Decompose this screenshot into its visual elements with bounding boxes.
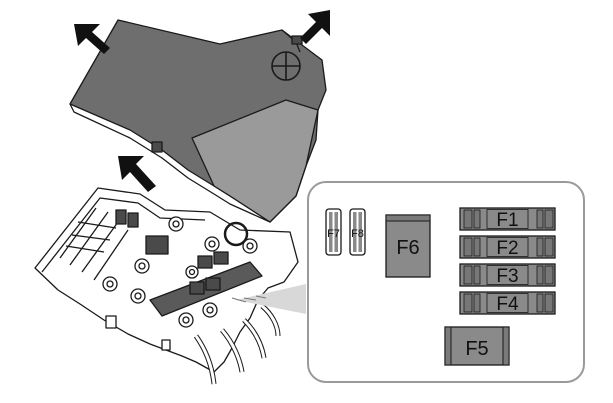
- fuse-box-cover: [69, 19, 327, 223]
- fuse-f5: F5: [444, 326, 510, 366]
- fuse-label: F5: [465, 338, 488, 360]
- fuse-label: F6: [396, 237, 419, 259]
- crosshair-circle-icon: [271, 51, 301, 81]
- callout-beam: [236, 284, 306, 314]
- arrow-down-right-icon: [74, 24, 110, 54]
- arrow-up-right-icon: [118, 156, 156, 192]
- fuse-f1: F1: [459, 207, 556, 231]
- fuse-label: F4: [496, 294, 519, 315]
- fuse-f7: F7: [325, 208, 342, 256]
- fuse-label: F8: [351, 228, 364, 240]
- fuse-label: F2: [496, 238, 518, 259]
- fuse-box-base: [34, 187, 299, 385]
- fuse-label: F7: [327, 228, 340, 240]
- fuse-f3: F3: [459, 263, 556, 287]
- fuse-label: F1: [496, 210, 518, 231]
- fuse-f8: F8: [349, 208, 366, 256]
- fuse-layout-inset: [307, 181, 585, 383]
- fuse-f2: F2: [459, 235, 556, 259]
- fuse-label: F3: [496, 266, 518, 287]
- arrow-down-left-icon: [300, 10, 330, 44]
- fuse-f4: F4: [459, 291, 556, 315]
- fuse-f6: F6: [385, 214, 431, 278]
